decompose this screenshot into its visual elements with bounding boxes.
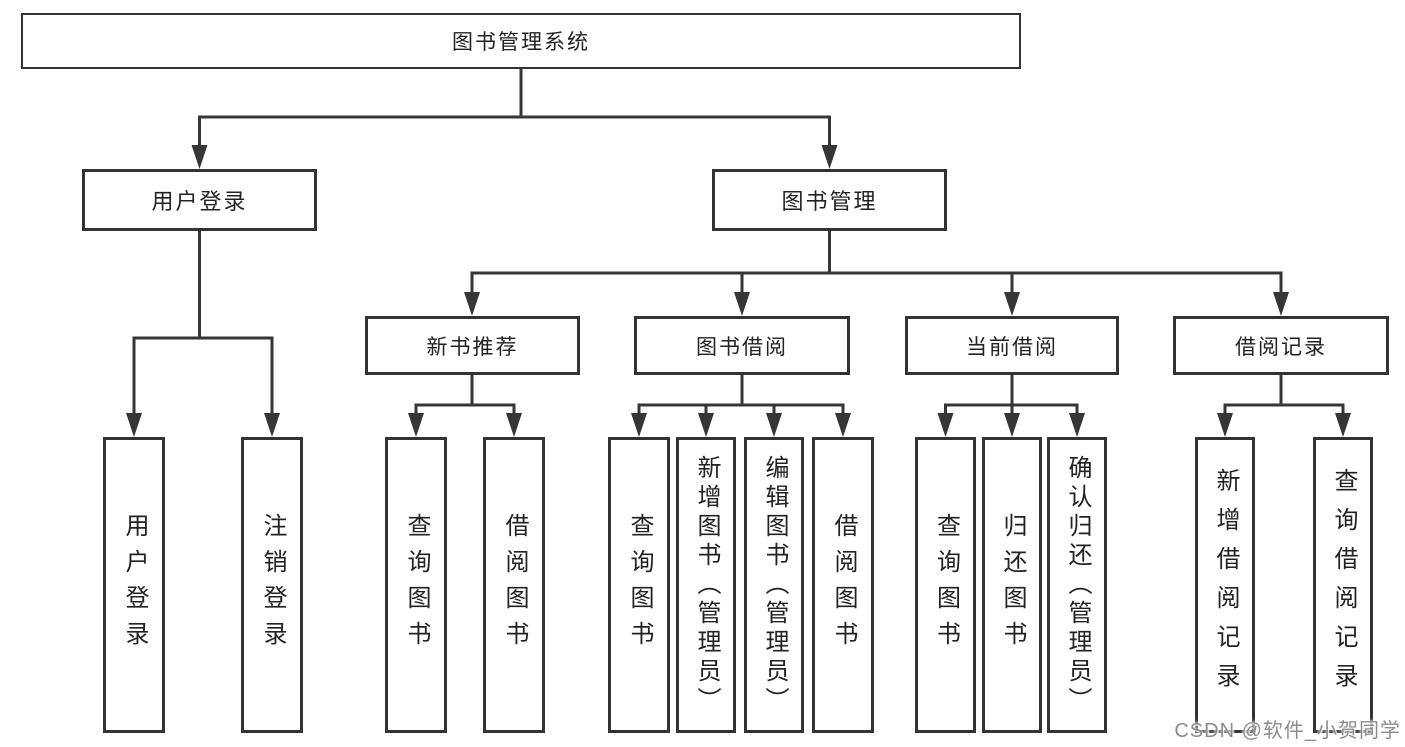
watermark: CSDN @软件_小贺同学 bbox=[1174, 720, 1401, 742]
leaf-add-borrow-record: 新增借阅记录 bbox=[1195, 437, 1255, 733]
node-borrowing-records: 借阅记录 bbox=[1173, 316, 1389, 375]
leaf-add-book-admin: 新增图书（管理员） bbox=[676, 437, 736, 733]
node-new-book-recommend: 新书推荐 bbox=[365, 316, 580, 375]
node-book-borrowing: 图书借阅 bbox=[634, 316, 850, 375]
node-library-system: 图书管理系统 bbox=[21, 13, 1021, 69]
node-current-borrowing: 当前借阅 bbox=[905, 316, 1119, 375]
leaf-return-book: 归还图书 bbox=[982, 437, 1042, 733]
leaf-query-books-recommend: 查询图书 bbox=[385, 437, 447, 733]
leaf-query-books-borrow: 查询图书 bbox=[608, 437, 670, 733]
leaf-query-borrow-record: 查询借阅记录 bbox=[1313, 437, 1373, 733]
node-user-login: 用户登录 bbox=[82, 169, 317, 231]
leaf-edit-book-admin: 编辑图书（管理员） bbox=[744, 437, 804, 733]
leaf-query-books-current: 查询图书 bbox=[915, 437, 976, 733]
leaf-borrow-books-recommend: 借阅图书 bbox=[483, 437, 545, 733]
node-book-management: 图书管理 bbox=[712, 169, 947, 231]
leaf-user-login: 用户登录 bbox=[103, 437, 165, 733]
leaf-borrow-books: 借阅图书 bbox=[812, 437, 874, 733]
leaf-logout: 注销登录 bbox=[241, 437, 303, 733]
leaf-confirm-return-admin: 确认归还（管理员） bbox=[1047, 437, 1107, 733]
